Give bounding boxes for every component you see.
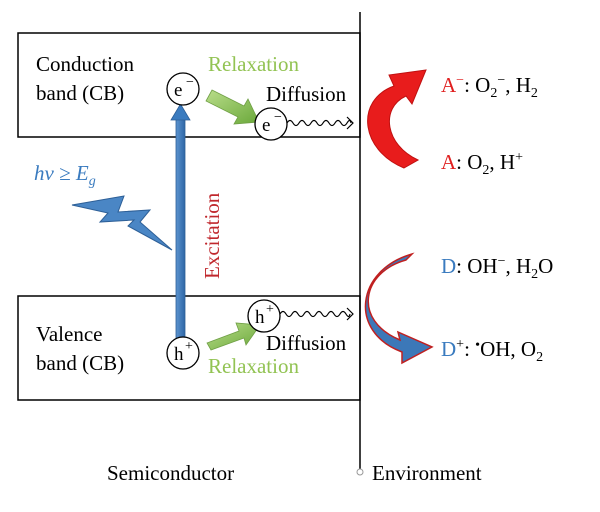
excitation-label: Excitation xyxy=(200,192,224,279)
environment-region-label: Environment xyxy=(372,461,482,485)
excitation-arrow-head xyxy=(170,103,191,121)
interface-endpoint xyxy=(356,468,364,476)
diffusion-bottom-wave-tip xyxy=(346,307,354,321)
donor-curved-arrow xyxy=(364,252,434,365)
cb-label-line1: Conduction xyxy=(36,52,134,76)
electron-symbol: e xyxy=(174,80,182,101)
diffusion-bottom-label: Diffusion xyxy=(266,331,347,355)
hole-charge: + xyxy=(185,339,193,354)
cb-label-line2: band (CB) xyxy=(36,81,124,105)
excitation-arrow-shaft xyxy=(175,117,186,345)
relaxation-bottom-label: Relaxation xyxy=(208,354,299,378)
diffusion-top-wave-tip xyxy=(346,116,354,130)
vb-label-line2: band (CB) xyxy=(36,351,124,375)
relaxation-top-label: Relaxation xyxy=(208,52,299,76)
hole-circle xyxy=(166,336,200,370)
electron-charge: − xyxy=(186,75,194,90)
hole-symbol: h xyxy=(174,344,184,365)
photon-bolt-icon xyxy=(71,195,173,251)
vb-label-line1: Valence xyxy=(36,322,102,346)
semiconductor-region-label: Semiconductor xyxy=(107,461,234,485)
electron-diffusion-charge: − xyxy=(274,110,282,125)
diffusion-top-label: Diffusion xyxy=(266,82,347,106)
hole-diffusion-charge: + xyxy=(266,302,274,317)
photon-energy-label: hν ≥ Eg xyxy=(34,161,96,189)
hole-diffusion-circle xyxy=(247,299,281,333)
relaxation-top-arrow xyxy=(205,89,260,125)
d-species: D: OH−, H2O xyxy=(441,254,553,282)
acceptor-curved-arrow xyxy=(367,69,427,169)
electron-circle xyxy=(166,72,200,106)
diffusion-top-wave xyxy=(286,119,352,127)
relaxation-bottom-arrow xyxy=(206,322,261,351)
a-species: A: O2, H+ xyxy=(441,150,523,178)
electron-diffusion-symbol: e xyxy=(262,115,270,136)
electron-diffusion-circle xyxy=(254,107,288,141)
d-plus-species: D+: •OH, O2 xyxy=(441,337,543,365)
hole-diffusion-symbol: h xyxy=(255,307,265,328)
a-minus-species: A−: O2−, H2 xyxy=(441,73,538,101)
diffusion-bottom-wave xyxy=(279,310,351,318)
